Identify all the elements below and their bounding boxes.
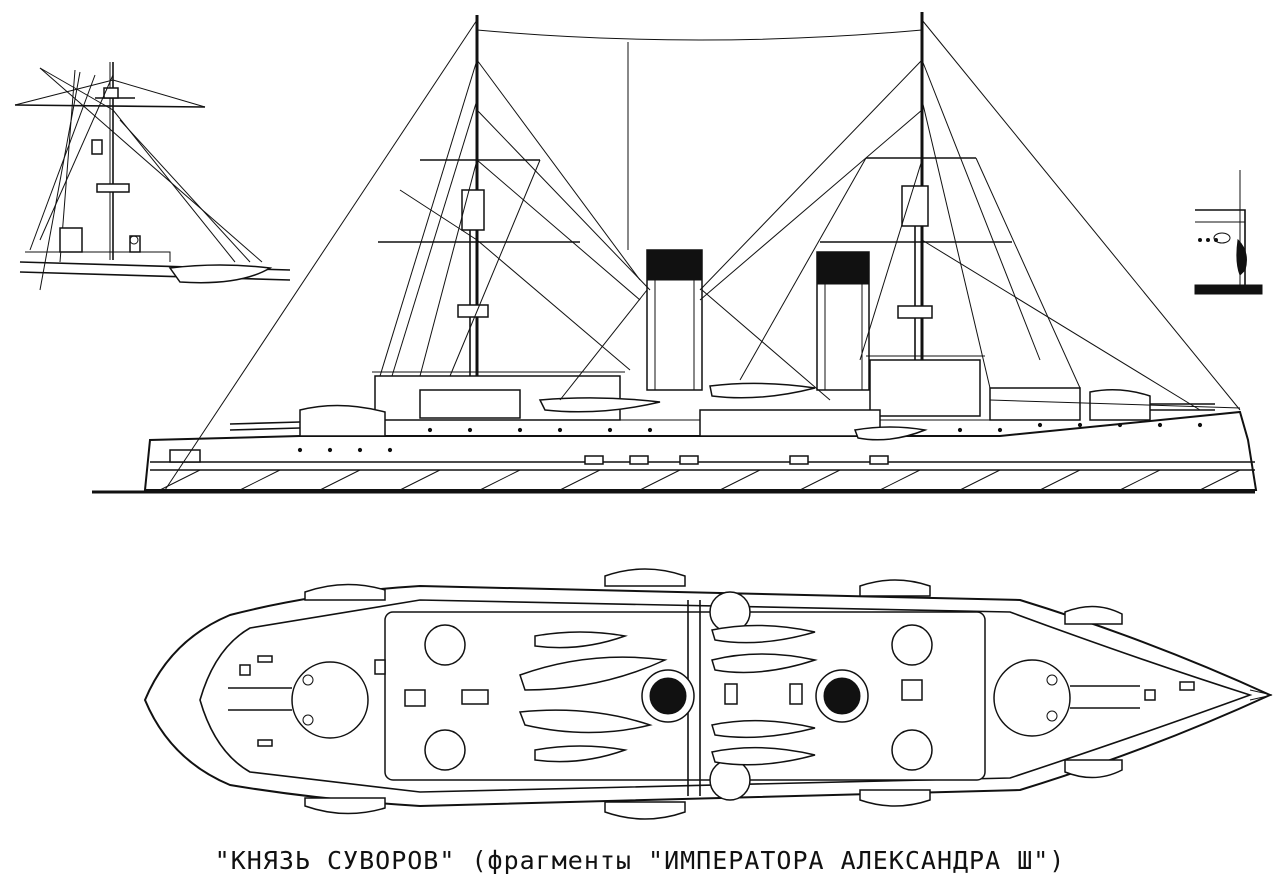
fragment-bow-detail [14,62,291,291]
drawing-caption: "КНЯЗЬ СУВОРОВ" (фрагменты "ИМПЕРАТОРА А… [214,846,1066,875]
plan-view [143,568,1273,820]
side-elevation [92,12,1258,494]
fragment-stern-detail [1194,170,1263,295]
